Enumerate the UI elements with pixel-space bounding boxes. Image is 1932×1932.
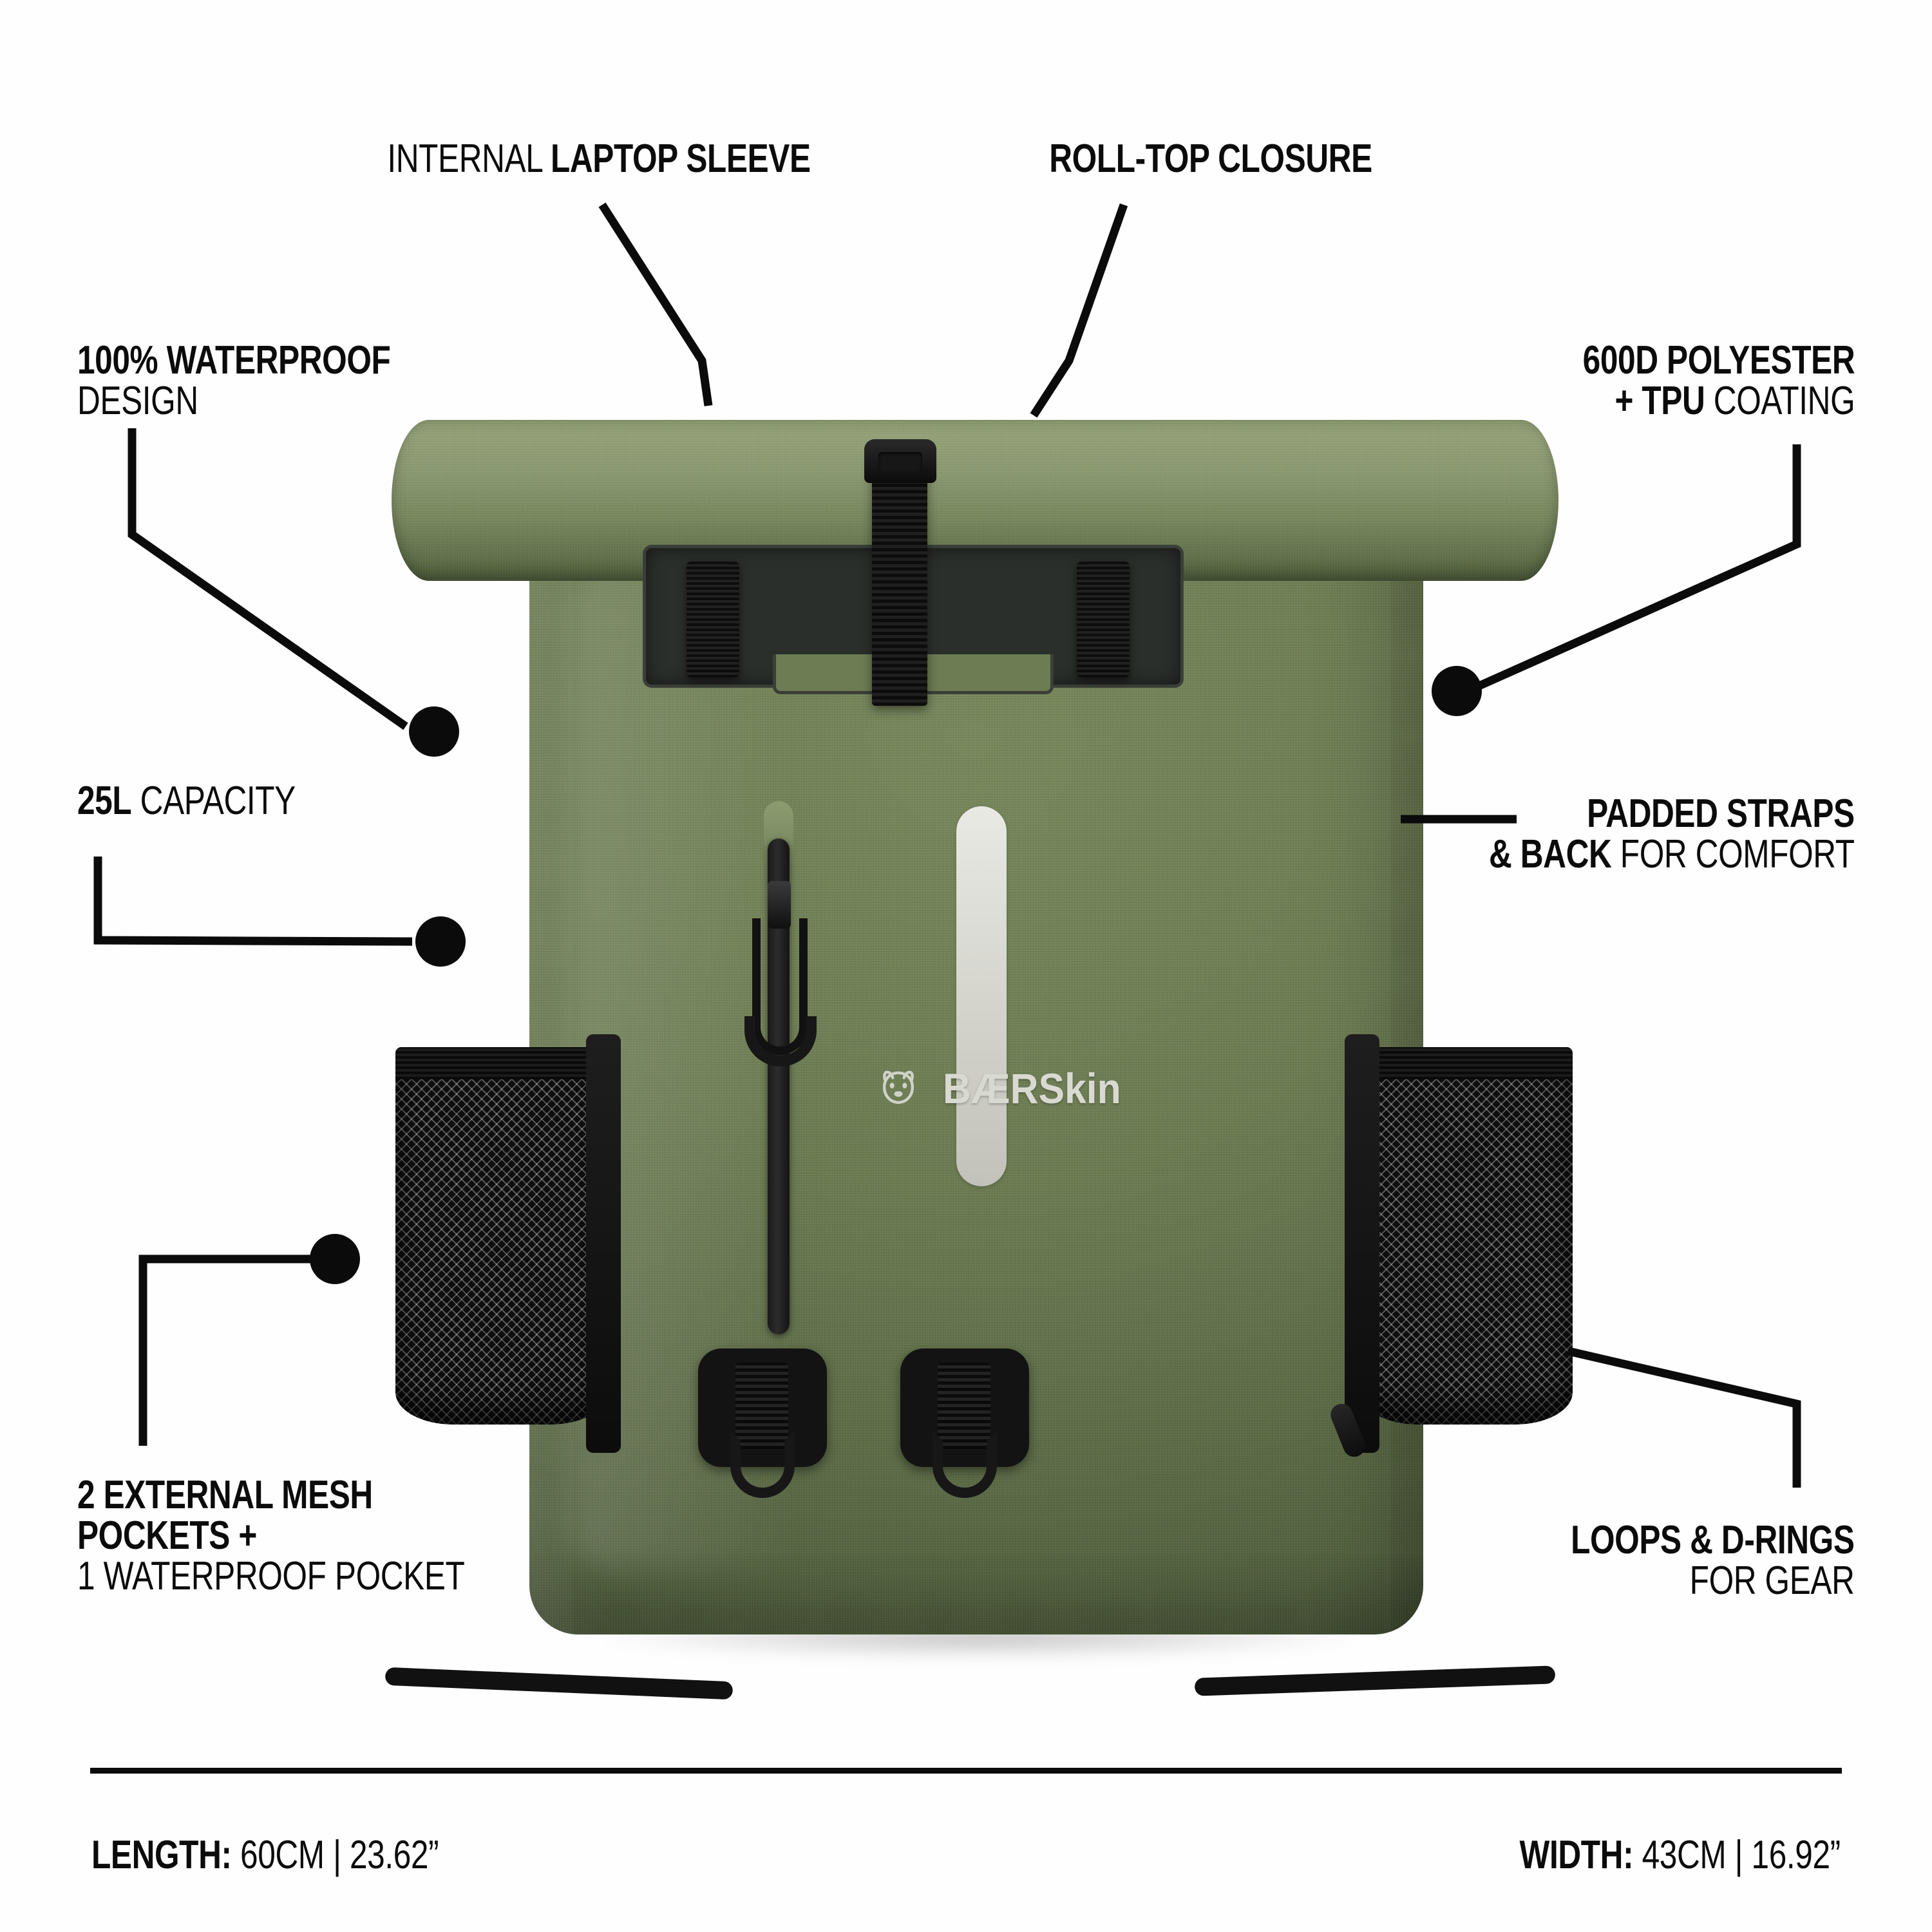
mesh-pocket-right-net [1360,1064,1573,1425]
callout-loops-line1: LOOPS & D-RINGS [1571,1518,1855,1562]
leader-capacity [93,857,413,946]
callout-straps-line2-bold: & BACK [1489,832,1612,877]
callout-rolltop-bold: ROLL-TOP CLOSURE [1049,137,1372,181]
callout-pockets-line2: POCKETS + [77,1513,257,1558]
callout-internal-laptop-sleeve: INTERNAL LAPTOP SLEEVE [367,138,831,179]
dimension-width: WIDTH: 43CM | 16.92” [1520,1832,1841,1878]
dimension-length-value: 60CM | 23.62” [231,1833,439,1877]
d-ring-tab-left [698,1349,827,1498]
callout-material: 600D POLYESTER + TPU COATING [1582,338,1855,424]
bear-head-icon [882,1070,914,1104]
callout-laptop-regular: INTERNAL [387,137,551,181]
callout-material-line1: 600D POLYESTER [1582,338,1855,383]
leader-dot-mesh-pockets [310,1234,360,1284]
callout-straps-line1: PADDED STRAPS [1587,791,1855,836]
d-ring-left [730,1431,795,1498]
leader-waterproof-design [128,428,408,730]
top-strap-buckle [864,439,936,483]
lid-webbing-loop-right [1077,562,1130,677]
roll-top-trim-right [1194,1665,1556,1696]
callout-waterproof-line2: DESIGN [77,379,198,424]
footer-divider [90,1768,1842,1774]
callout-loops-d-rings: LOOPS & D-RINGS FOR GEAR [1571,1518,1855,1604]
dimension-width-label: WIDTH: [1519,1833,1634,1877]
backpack-product-image: BÆRSkin [384,380,1573,1700]
dimension-length: LENGTH: 60CM | 23.62” [91,1832,439,1878]
lid-webbing-loop-left [687,562,739,677]
mesh-pocket-right-band [1367,1047,1573,1079]
callout-pockets-line3: 1 WATERPROOF POCKET [77,1554,465,1599]
d-ring-right [933,1431,997,1498]
brand-lockup: BÆRSkin [876,1064,1129,1113]
brand-name: BÆRSkin [943,1065,1121,1112]
callout-capacity-bold: 25L [77,779,132,823]
mesh-pocket-left-post [586,1034,621,1453]
roll-top-trim-left [384,1667,734,1700]
dimension-width-value: 43CM | 16.92” [1633,1833,1841,1877]
callout-capacity: 25L CAPACITY [77,781,296,821]
leader-loops-d-rings [1567,1347,1801,1488]
leader-internal-laptop-sleeve [598,202,713,406]
callout-waterproof-line1: 100% WATERPROOF [77,338,391,383]
callout-material-line2-regular: COATING [1705,379,1855,424]
callout-roll-top-closure: ROLL-TOP CLOSURE [979,138,1443,179]
d-ring-tab-right [900,1349,1029,1498]
callout-straps-line2-regular: FOR COMFORT [1611,832,1855,877]
top-closure-strap [872,452,927,706]
dimension-length-label: LENGTH: [91,1833,232,1877]
mesh-pocket-left-band [395,1047,601,1079]
callout-waterproof-design: 100% WATERPROOF DESIGN [77,338,391,424]
callout-laptop-bold: LAPTOP SLEEVE [550,137,811,181]
reflective-strip [956,806,1007,1186]
callout-external-pockets: 2 EXTERNAL MESH POCKETS + 1 WATERPROOF P… [77,1473,465,1599]
callout-material-line2-bold: + TPU [1615,379,1705,424]
leader-external-pockets [138,1255,319,1446]
mesh-pocket-right-post [1345,1034,1379,1453]
callout-padded-straps: PADDED STRAPS & BACK FOR COMFORT [1489,793,1855,875]
callout-pockets-line1: 2 EXTERNAL MESH [77,1473,373,1517]
mesh-pocket-left-net [395,1064,608,1425]
callout-capacity-regular: CAPACITY [131,779,296,823]
callout-loops-line2: FOR GEAR [1690,1558,1855,1604]
